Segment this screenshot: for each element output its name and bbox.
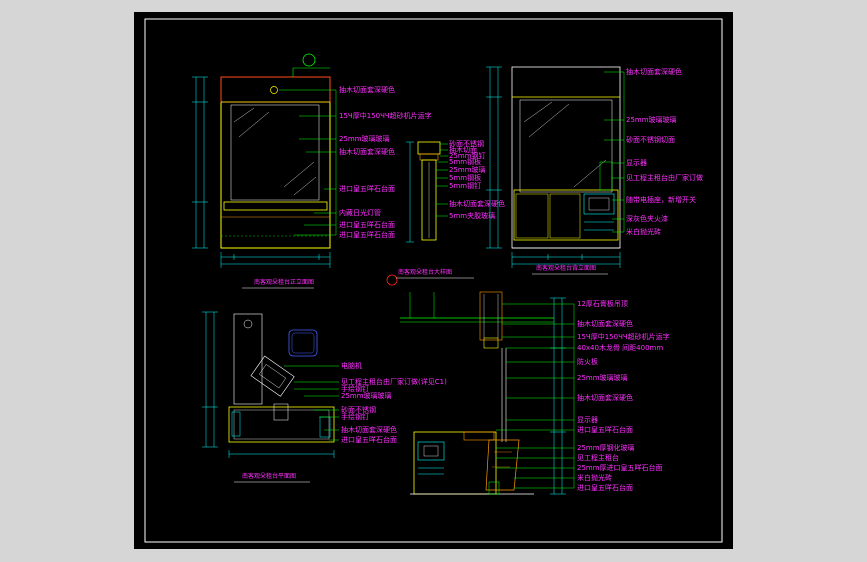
front-note-8: 进口皇五咩石台面 [339,230,395,239]
section-note-1: 砂面不锈钢 [449,139,484,148]
front-elevation-title: 南客观朵租台正立面图 [254,278,314,286]
section-note-6: 5mm钢板 [449,173,481,182]
detail-note-7: 抽木切面套深硬色 [577,393,633,402]
section-note-5: 25mm玻璃 [449,165,486,174]
plan-note-6: 手绘钢钉 [341,412,369,421]
detail-note-11: 见工程主租台 [577,453,619,462]
detail-note-10: 25mm厚钢化玻璃 [577,443,635,452]
detail-note-1: 12厚石膏板吊顶 [577,299,628,308]
front-note-2: 15Ч厚中150ЧЧ超砂机片运字 [339,111,432,120]
plan-note-1: 电脑机 [341,361,362,370]
section-note-4: 5mm钢板 [449,157,481,166]
detail-note-6: 25mm玻璃玻璃 [577,373,628,382]
front-note-7: 进口皇五咩石台面 [339,220,395,229]
detail-note-3: 15Ч厚中150ЧЧ超砂机片运字 [577,332,670,341]
big-sample-title: 南客观朵租台大样图 [398,268,452,276]
section-detail: 砂面不锈钢 抽木切面 25mm钢钉 5mm钢板 25mm玻璃 5mm钢板 5mm… [406,139,505,243]
side-note-4: 显示器 [626,159,647,167]
detail-note-9: 进口皇五咩石台面 [577,425,633,434]
detail-note-2: 抽木切面套深硬色 [577,319,633,328]
plan-note-2: 见工程主租台由厂家订做(详见C1) [341,377,447,386]
section-note-7: 5mm钢钉 [449,181,481,190]
front-note-6: 内藏日光灯管 [339,208,381,217]
section-note-8: 抽木切面套深硬色 [449,199,505,208]
section-note-3: 25mm钢钉 [449,151,486,160]
side-note-6: 随带电插座，新增开关 [626,195,696,204]
front-note-1: 抽木切面套深硬色 [339,85,395,94]
detail-note-8: 显示器 [577,416,598,424]
plan-note-7: 抽木切面套深硬色 [341,425,397,434]
detail-note-5: 防火板 [577,357,598,366]
detail-section: 12厚石膏板吊顶 抽木切面套深硬色 15Ч厚中150ЧЧ超砂机片运字 40x40… [400,291,670,495]
side-elevation-title: 南客观朵租台背立面图 [536,264,596,272]
section-note-2: 抽木切面 [449,145,477,154]
side-note-8: 米白抛光砖 [626,227,661,236]
detail-note-12: 25mm厚进口皇五咩石台面 [577,463,663,472]
front-note-3: 25mm玻璃玻璃 [339,134,390,143]
cad-drawing: 抽木切面套深硬色 15Ч厚中150ЧЧ超砂机片运字 25mm玻璃玻璃 抽木切面套… [144,18,723,543]
front-note-5: 进口皇五咩石台面 [339,184,395,193]
side-note-5: 见工程主租台由厂家订做 [626,173,703,182]
sheet-frame [144,18,723,543]
detail-note-14: 进口皇五咩石台面 [577,483,633,492]
plan-note-4: 25mm玻璃玻璃 [341,391,392,400]
plan-note-3: 手绘钢钉 [341,384,369,393]
side-note-3: 砂面不锈钢切面 [626,135,675,144]
drawing-sheet: 抽木切面套深硬色 15Ч厚中150ЧЧ超砂机片运字 25mm玻璃玻璃 抽木切面套… [134,12,733,549]
side-note-2: 25mm玻璃玻璃 [626,115,677,124]
front-note-4: 抽木切面套深硬色 [339,147,395,156]
side-note-7: 深灰色夹火漆 [626,214,668,223]
detail-note-4: 40x40木龙骨 间距400mm [577,343,663,352]
side-elevation: 抽木切面套深硬色 25mm玻璃玻璃 砂面不锈钢切面 显示器 见工程主租台由厂家订… [486,66,703,275]
plan-title: 南客观朵租台平面图 [242,472,296,480]
front-elevation: 抽木切面套深硬色 15Ч厚中150ЧЧ超砂机片运字 25mm玻璃玻璃 抽木切面套… [192,53,432,289]
section-note-9: 5mm夹胶玻璃 [449,211,495,220]
big-sample-label: 南客观朵租台大样图 [386,268,474,286]
side-note-1: 抽木切面套深硬色 [626,67,682,76]
plan-note-8: 进口皇五咩石台面 [341,435,397,444]
detail-note-13: 米白抛光砖 [577,473,612,482]
plan-note-5: 砂面不锈钢 [341,405,376,414]
plan-view: 电脑机 见工程主租台由厂家订做(详见C1) 手绘钢钉 25mm玻璃玻璃 砂面不锈… [202,311,447,483]
